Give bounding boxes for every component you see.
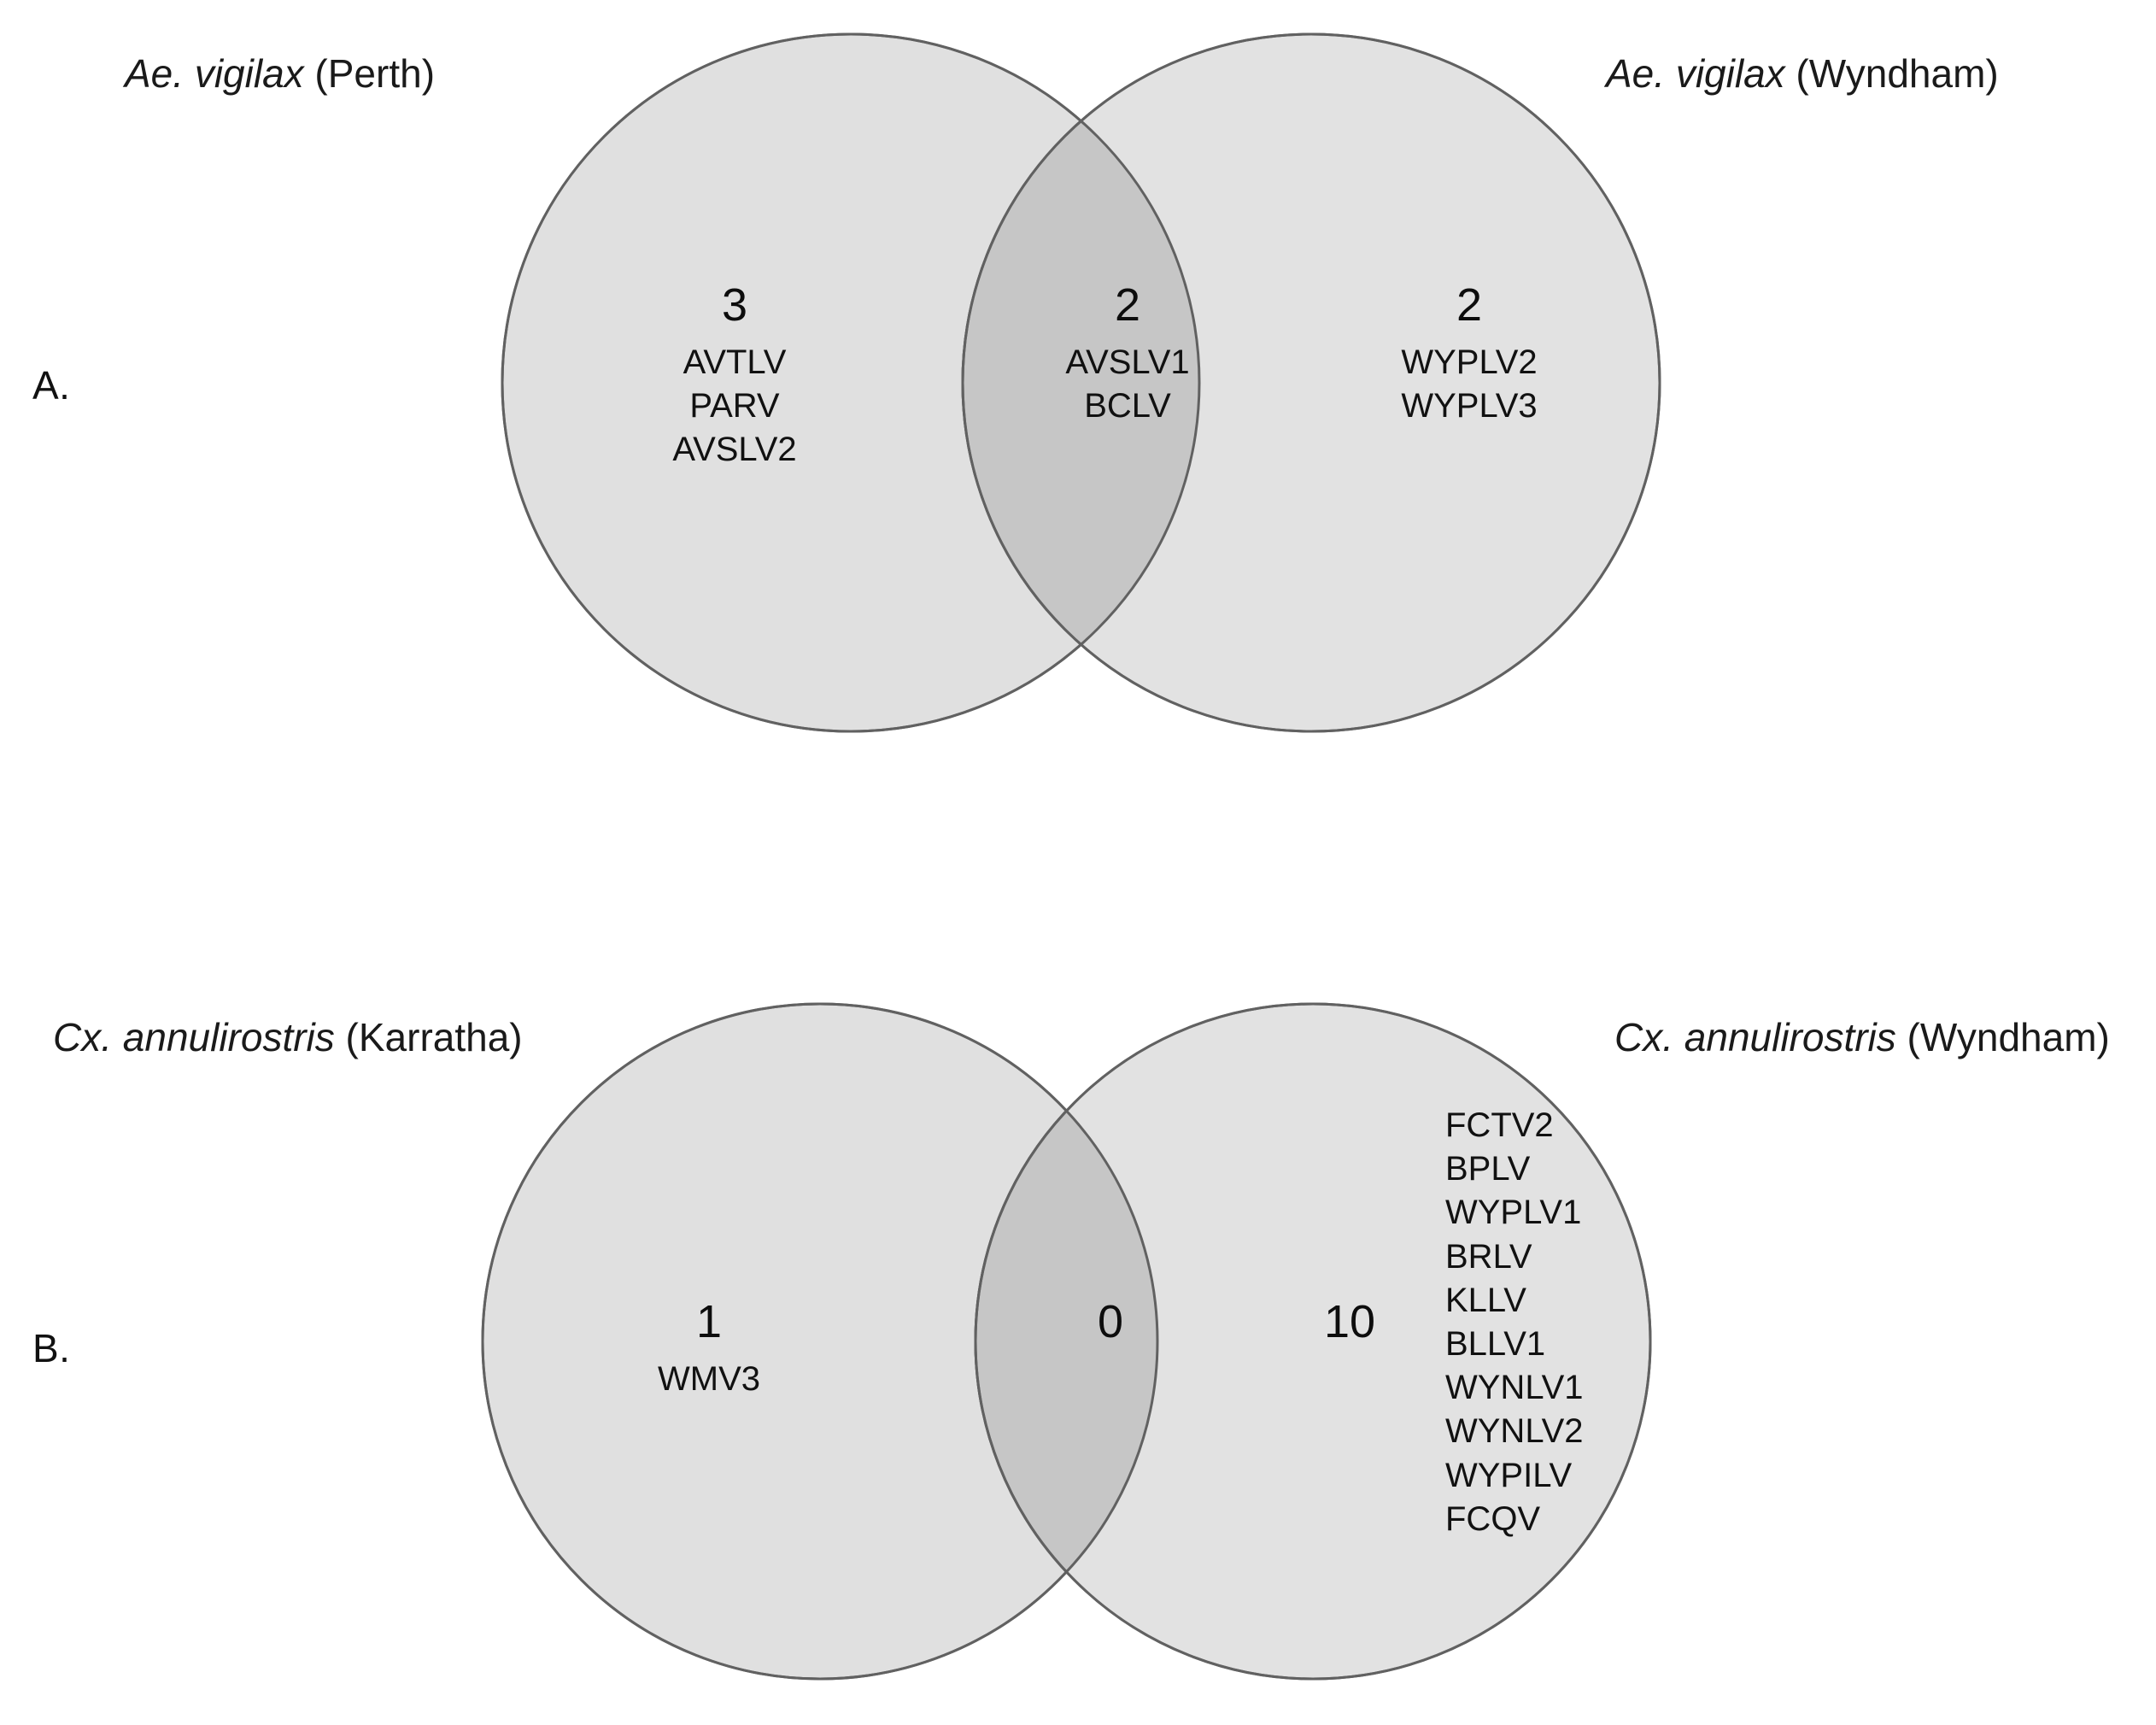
venn-a-label-right-species: Ae. vigilax [1606,51,1785,96]
venn-b-region-left-only: 1 WMV3 [581,1296,837,1401]
venn-b-left-members: WMV3 [581,1358,837,1401]
venn-a-circle-right-outline [961,32,1661,733]
venn-b-left-count: 1 [695,1296,723,1347]
member-item: BLLV1 [1445,1324,1546,1363]
member-item: AVTLV [683,343,787,382]
venn-a-circle-left-outline [501,32,1201,733]
member-item: FCQV [1445,1499,1541,1538]
member-item: AVSLV1 [1065,343,1190,382]
venn-b-region-intersection: 0 [982,1296,1239,1358]
venn-b-intersection-count: 0 [1097,1296,1124,1347]
venn-b-region-right-only: 10 [1281,1296,1418,1358]
venn-b-label-right: Cx. annulirostris (Wyndham) [1614,1017,2110,1058]
member-item: WYPLV3 [1401,387,1538,425]
member-item: FCTV2 [1445,1106,1554,1144]
panel-b-letter: B. [32,1326,71,1370]
member-item: BRLV [1445,1237,1532,1276]
venn-a-left-members: AVTLV PARV AVSLV2 [598,341,871,472]
venn-b-circle-right-outline [974,1002,1652,1681]
member-item: PARV [689,387,780,425]
venn-b-circle-left-outline [481,1002,1159,1681]
venn-a-left-count: 3 [721,279,748,331]
venn-b-graphic [481,1002,1652,1681]
member-item: BPLV [1445,1150,1531,1188]
venn-a-label-left-species: Ae. vigilax [125,51,304,96]
venn-a-label-right-location: (Wyndham) [1784,51,1999,96]
venn-panel-a: A. Ae. vigilax (Perth) Ae. vigilax (Wynd… [32,32,1999,733]
member-item: BCLV [1084,387,1171,425]
venn-b-label-left: Cx. annulirostris (Karratha) [53,1017,523,1058]
venn-b-label-right-location: (Wyndham) [1895,1015,2110,1059]
member-item: WYPLV1 [1445,1194,1582,1232]
venn-a-label-left: Ae. vigilax (Perth) [125,53,435,94]
member-item: WYPLV2 [1401,343,1538,382]
member-item: WMV3 [658,1360,760,1399]
venn-b-label-left-location: (Karratha) [334,1015,523,1059]
member-item: KLLV [1445,1281,1526,1319]
venn-a-right-count: 2 [1456,279,1483,331]
member-item: WYNLV1 [1445,1369,1584,1407]
member-item: WYNLV2 [1445,1412,1584,1451]
venn-a-label-left-location: (Perth) [303,51,436,96]
venn-panel-b: B. Cx. annulirostris (Karratha) Cx. annu… [0,863,2156,1725]
venn-b-right-count: 10 [1323,1296,1376,1347]
member-item: WYPILV [1445,1456,1573,1494]
venn-a-region-left-only: 3 AVTLV PARV AVSLV2 [598,279,871,472]
venn-a-intersection-count: 2 [1114,279,1141,331]
venn-b-label-left-species: Cx. annulirostris [53,1015,335,1059]
member-item: AVSLV2 [672,431,797,469]
venn-b-label-right-species: Cx. annulirostris [1614,1015,1896,1059]
venn-a-graphic [501,32,1661,733]
venn-a-label-right: Ae. vigilax (Wyndham) [1606,53,1999,94]
panel-a-letter: A. [32,363,71,408]
